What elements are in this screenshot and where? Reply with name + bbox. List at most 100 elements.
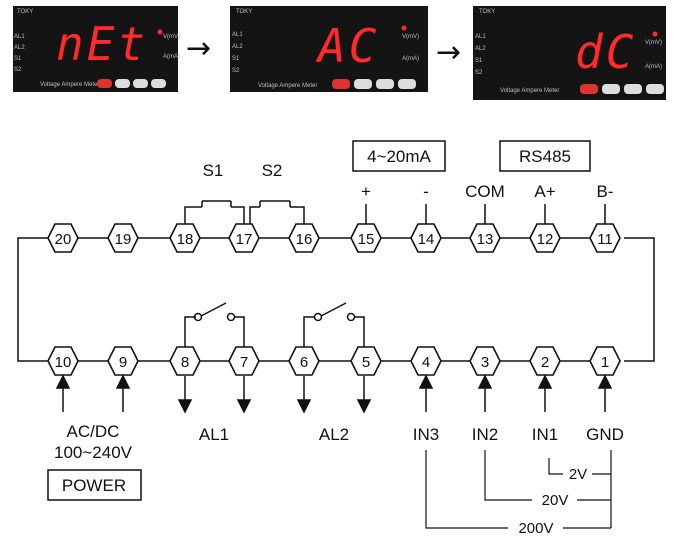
range-lines [425, 450, 612, 529]
bottom-terminal-4 [410, 346, 442, 376]
top-terminal-number: 14 [418, 231, 435, 248]
top-terminal-13 [469, 223, 501, 253]
bottom-terminal-number: 7 [240, 354, 248, 371]
bottom-terminal-2 [529, 346, 561, 376]
bottom-terminal-9 [107, 346, 139, 376]
bottom-terminal-10 [47, 346, 79, 376]
meter-left-label: AL1 [232, 32, 243, 38]
top-terminal-19 [107, 223, 139, 253]
gnd-label: GND [586, 425, 624, 444]
meter-right-label: V(mV) [402, 34, 419, 40]
meter-set-button [97, 79, 112, 88]
top-terminal-number: 18 [177, 231, 194, 248]
in2-label: IN2 [472, 425, 498, 444]
range-200v-label: 200V [518, 520, 553, 537]
top-terminal-18 [169, 223, 201, 253]
meter-right-label: V(mV) [645, 40, 662, 46]
relay-al1 [184, 302, 245, 347]
bottom-terminal-number: 6 [300, 354, 308, 371]
bottom-terminal-5 [350, 346, 382, 376]
meter-photo-1: TOKY AL1 AL2 S1 S2 nEt V(mV) A(mA) Volta… [13, 6, 180, 92]
top-terminal-number: 15 [358, 231, 375, 248]
al1-label: AL1 [199, 425, 229, 444]
meter-display: nEt [56, 17, 148, 71]
meter-left-label: S1 [232, 56, 240, 62]
arrow-up-icon [55, 374, 71, 389]
bottom-terminal-number: 10 [55, 354, 72, 371]
top-terminal-number: 12 [537, 231, 554, 248]
meter-caption: Voltage Ampere Meter [258, 83, 317, 89]
sequence-arrow-icon: → [186, 31, 211, 66]
meter-left-label: S1 [475, 58, 483, 64]
al2-label: AL2 [319, 425, 349, 444]
meter-button [151, 79, 166, 88]
bottom-terminal-1 [589, 346, 621, 376]
meter-button [133, 79, 148, 88]
meter-left-label: AL2 [475, 46, 486, 52]
pin-label-b-minus: B- [597, 182, 614, 201]
arrow-up-icon [597, 374, 613, 389]
switch-s2 [249, 200, 305, 224]
switch-label-s1: S1 [203, 161, 224, 180]
meter-caption: Voltage Ampere Meter [40, 82, 99, 88]
meter-set-button [580, 84, 598, 94]
meter-right-label: A(mA) [645, 64, 662, 70]
top-terminal-number: 13 [477, 231, 494, 248]
arrow-down-icon [296, 399, 312, 414]
meter-left-label: S2 [475, 70, 483, 76]
top-terminal-number: 19 [115, 231, 132, 248]
meter-left-label: S1 [14, 56, 22, 62]
meter-left-label: AL1 [475, 34, 486, 40]
meter-button [354, 79, 372, 89]
bottom-terminal-3 [469, 346, 501, 376]
bottom-terminal-number: 8 [181, 354, 189, 371]
power-box-label: POWER [62, 476, 126, 495]
arrow-down-icon [177, 399, 193, 414]
meter-right-label: A(mA) [402, 56, 419, 62]
switch-s1 [184, 200, 245, 224]
bottom-terminal-number: 4 [422, 354, 430, 371]
meter-brand: TOKY [17, 9, 33, 15]
top-terminal-number: 16 [296, 231, 313, 248]
meter-right-label: V(mV) [163, 34, 180, 40]
meter-button [646, 84, 664, 94]
bottom-terminal-number: 9 [119, 354, 127, 371]
meter-left-label: S2 [14, 67, 22, 73]
top-pin-stems [365, 204, 606, 224]
power-box [47, 469, 142, 501]
meter-right-label: A(mA) [163, 54, 180, 60]
meter-left-label: AL1 [14, 34, 25, 40]
pin-label-a-plus: A+ [534, 182, 555, 201]
meter-brand: TOKY [479, 9, 495, 15]
range-20v-label: 20V [542, 492, 569, 509]
switch-label-s2: S2 [262, 161, 283, 180]
power-label-line2: 100~240V [54, 443, 133, 462]
top-terminal-12 [529, 223, 561, 253]
arrow-up-icon [418, 374, 434, 389]
range-2v-label: 2V [569, 466, 587, 483]
meter-left-label: AL2 [232, 44, 243, 50]
top-terminal-15 [350, 223, 382, 253]
meter-display: AC [315, 19, 379, 73]
pin-label-minus: - [423, 182, 429, 201]
arrow-up-icon [537, 374, 553, 389]
rs485-box [499, 140, 591, 172]
meter-photo-2: TOKY AL1 AL2 S1 S2 AC V(mV) A(mA) Voltag… [230, 6, 428, 92]
bottom-terminal-number: 5 [362, 354, 370, 371]
current-output-label: 4~20mA [367, 147, 431, 166]
sequence-arrow-icon: → [436, 35, 461, 70]
arrow-down-icon [236, 399, 252, 414]
pin-label-plus: + [361, 182, 371, 201]
meter-led-icon [401, 25, 407, 31]
bottom-terminal-number: 2 [541, 354, 549, 371]
meter-brand: TOKY [236, 9, 252, 15]
arrow-down-icon [356, 399, 372, 414]
bottom-terminal-8 [169, 346, 201, 376]
meter-button [376, 79, 394, 89]
current-output-box [352, 140, 446, 172]
top-terminal-number: 11 [597, 231, 613, 248]
top-terminal-14 [410, 223, 442, 253]
